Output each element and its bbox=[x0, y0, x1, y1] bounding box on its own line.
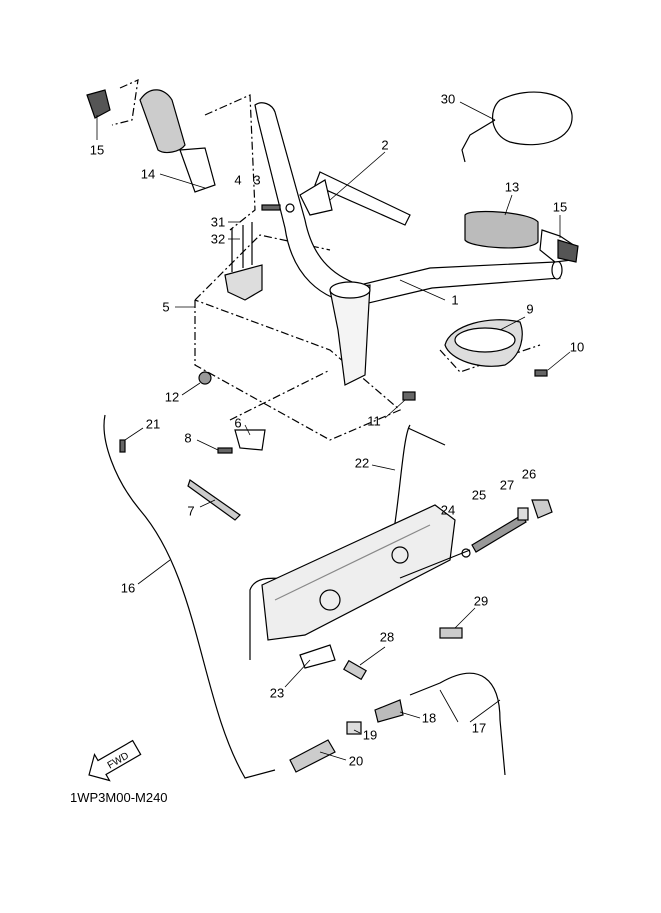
callout-29: 29 bbox=[473, 593, 489, 609]
callout-2: 2 bbox=[381, 137, 389, 153]
callout-28: 28 bbox=[379, 629, 395, 645]
callout-20: 20 bbox=[348, 753, 364, 769]
mirror bbox=[461, 91, 573, 163]
callout-23: 23 bbox=[269, 685, 285, 701]
callout-11: 11 bbox=[367, 413, 381, 429]
bolt-29 bbox=[439, 627, 463, 639]
handlebar-cover bbox=[444, 319, 523, 367]
callout-22: 22 bbox=[354, 455, 370, 471]
callout-9: 9 bbox=[526, 301, 534, 317]
callout-1: 1 bbox=[451, 292, 459, 308]
crankcase-cover bbox=[261, 504, 456, 641]
callout-24: 24 bbox=[440, 502, 456, 518]
callout-6: 6 bbox=[234, 415, 242, 431]
bolts bbox=[119, 203, 548, 454]
cable-end bbox=[407, 427, 446, 446]
callout-25: 25 bbox=[471, 487, 487, 503]
cap bbox=[346, 721, 362, 735]
grip-right bbox=[464, 210, 579, 263]
callout-3: 3 bbox=[253, 172, 261, 188]
bracket bbox=[234, 429, 266, 451]
choke-cable bbox=[409, 672, 506, 776]
callout-16: 16 bbox=[120, 580, 136, 596]
cable-joint bbox=[374, 699, 404, 723]
callout-31: 31 bbox=[210, 214, 226, 230]
callout-32: 32 bbox=[210, 231, 226, 247]
callout-13: 13 bbox=[504, 179, 520, 195]
callout-19: 19 bbox=[362, 727, 378, 743]
callout-5: 5 bbox=[162, 299, 170, 315]
steering-column bbox=[329, 281, 371, 386]
adjuster-parts bbox=[399, 499, 553, 579]
cable-band bbox=[187, 479, 241, 521]
handlebar-stay bbox=[299, 171, 411, 226]
callout-21: 21 bbox=[145, 416, 161, 432]
callout-26: 26 bbox=[521, 466, 537, 482]
callout-4: 4 bbox=[234, 172, 242, 188]
callout-7: 7 bbox=[187, 503, 195, 519]
throttle-tube bbox=[289, 739, 336, 773]
callout-30: 30 bbox=[440, 91, 456, 107]
diagram-code: 1WP3M00-M240 bbox=[70, 790, 168, 805]
callout-12: 12 bbox=[164, 389, 180, 405]
handlebar-holder bbox=[224, 222, 263, 301]
callout-18: 18 bbox=[421, 710, 437, 726]
cable-holder bbox=[299, 644, 336, 669]
fwd-arrow-icon: FWD bbox=[88, 739, 142, 782]
leader-lines bbox=[96, 101, 571, 761]
grip-left bbox=[86, 89, 216, 193]
callout-8: 8 bbox=[184, 430, 192, 446]
throttle-cable bbox=[103, 414, 276, 779]
callout-15: 15 bbox=[89, 142, 105, 158]
callout-14: 14 bbox=[140, 166, 156, 182]
callout-10: 10 bbox=[569, 339, 585, 355]
bolt-28 bbox=[343, 659, 367, 681]
callout-17: 17 bbox=[471, 720, 487, 736]
callout-15b: 15 bbox=[552, 199, 568, 215]
callout-27: 27 bbox=[499, 477, 515, 493]
